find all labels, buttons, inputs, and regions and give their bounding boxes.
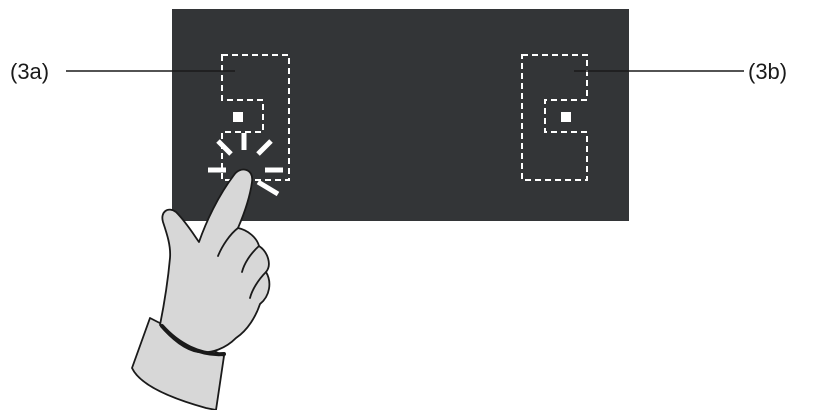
callout-label-3b: (3b) [748,59,787,84]
zone-center-marker [561,112,571,122]
callout-label-3a: (3a) [10,59,49,84]
zone-center-marker [233,112,243,122]
